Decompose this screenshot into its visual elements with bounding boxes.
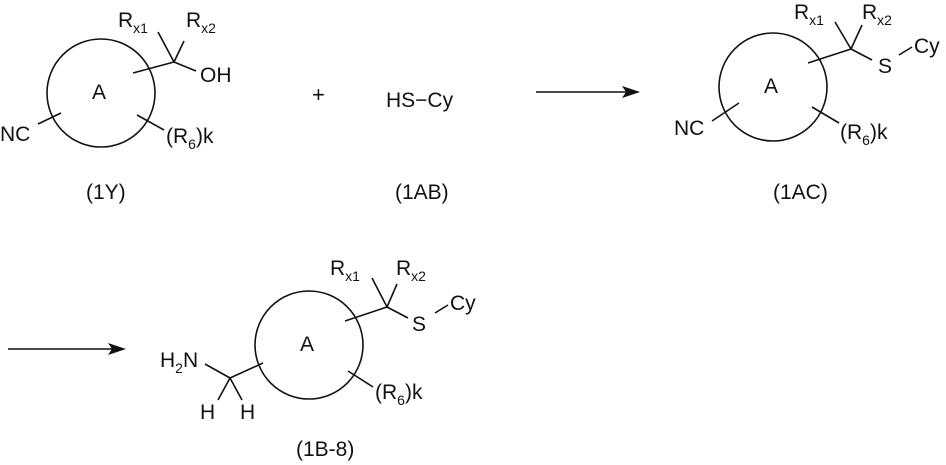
r6-open: (R	[840, 121, 863, 144]
ring-label-1b8: A	[300, 333, 315, 356]
ring-a-1ac	[718, 32, 828, 142]
rx1-base: R	[794, 1, 810, 24]
ring-label-1y: A	[92, 81, 107, 104]
cy-label-1ac: Cy	[914, 35, 940, 58]
rx2-base: R	[186, 9, 202, 32]
rx2-base: R	[396, 257, 412, 280]
nc-label-1ac: NC	[674, 117, 705, 140]
ring-a-1b8	[254, 290, 364, 400]
caption-1b8: (1B-8)	[296, 438, 355, 461]
caption-1ac: (1AC)	[773, 181, 828, 204]
h2n-tail: N	[182, 349, 199, 372]
rx1-base: R	[330, 257, 346, 280]
h2n-sub: 2	[175, 360, 183, 376]
rx2-label-1b8: Rx2	[396, 257, 426, 283]
arrowhead-step2	[108, 343, 126, 355]
cy-label-1b8: Cy	[450, 292, 476, 315]
r6-label-1b8: (R6)k	[375, 381, 423, 407]
r6-close: )k	[404, 381, 423, 404]
rx1-label-1y: Rx1	[118, 9, 148, 35]
plus-sign: +	[312, 82, 325, 107]
r6-open: (R	[166, 125, 189, 148]
reagent-formula-1ab: HS−Cy	[386, 89, 454, 112]
ring-a-1y	[46, 38, 156, 148]
caption-1ab: (1AB)	[395, 181, 449, 204]
h2n-base: H	[160, 349, 176, 372]
nc-label-1y: NC	[0, 123, 31, 146]
rx1-sub: x1	[809, 12, 824, 28]
r6-open: (R	[375, 381, 398, 404]
rx1-sub: x1	[345, 268, 360, 284]
oh-label-1y: OH	[200, 64, 232, 87]
rx2-base: R	[862, 1, 878, 24]
r6-sub: 6	[188, 136, 196, 152]
r6-close: )k	[195, 125, 214, 148]
h-right-label-1b8: H	[240, 401, 256, 424]
rx1-label-1b8: Rx1	[330, 257, 360, 283]
arrowhead-step1	[622, 86, 640, 98]
s-label-1b8: S	[412, 313, 427, 336]
ring-label-1ac: A	[764, 75, 779, 98]
r6-label-1ac: (R6)k	[840, 121, 888, 147]
r6-close: )k	[869, 121, 888, 144]
caption-1y: (1Y)	[86, 181, 126, 204]
rx1-base: R	[118, 9, 134, 32]
rx1-label-1ac: Rx1	[794, 1, 824, 27]
h2n-label-1b8: H2N	[160, 349, 199, 375]
rx2-sub: x2	[877, 12, 892, 28]
rx2-sub: x2	[411, 268, 426, 284]
rx2-label-1ac: Rx2	[862, 1, 892, 27]
rx2-sub: x2	[201, 20, 216, 36]
rx1-sub: x1	[133, 20, 148, 36]
r6-label-1y: (R6)k	[166, 125, 214, 151]
s-label-1ac: S	[878, 55, 893, 78]
h-left-label-1b8: H	[200, 401, 216, 424]
r6-sub: 6	[397, 392, 405, 408]
rx2-label-1y: Rx2	[186, 9, 216, 35]
r6-sub: 6	[862, 132, 870, 148]
